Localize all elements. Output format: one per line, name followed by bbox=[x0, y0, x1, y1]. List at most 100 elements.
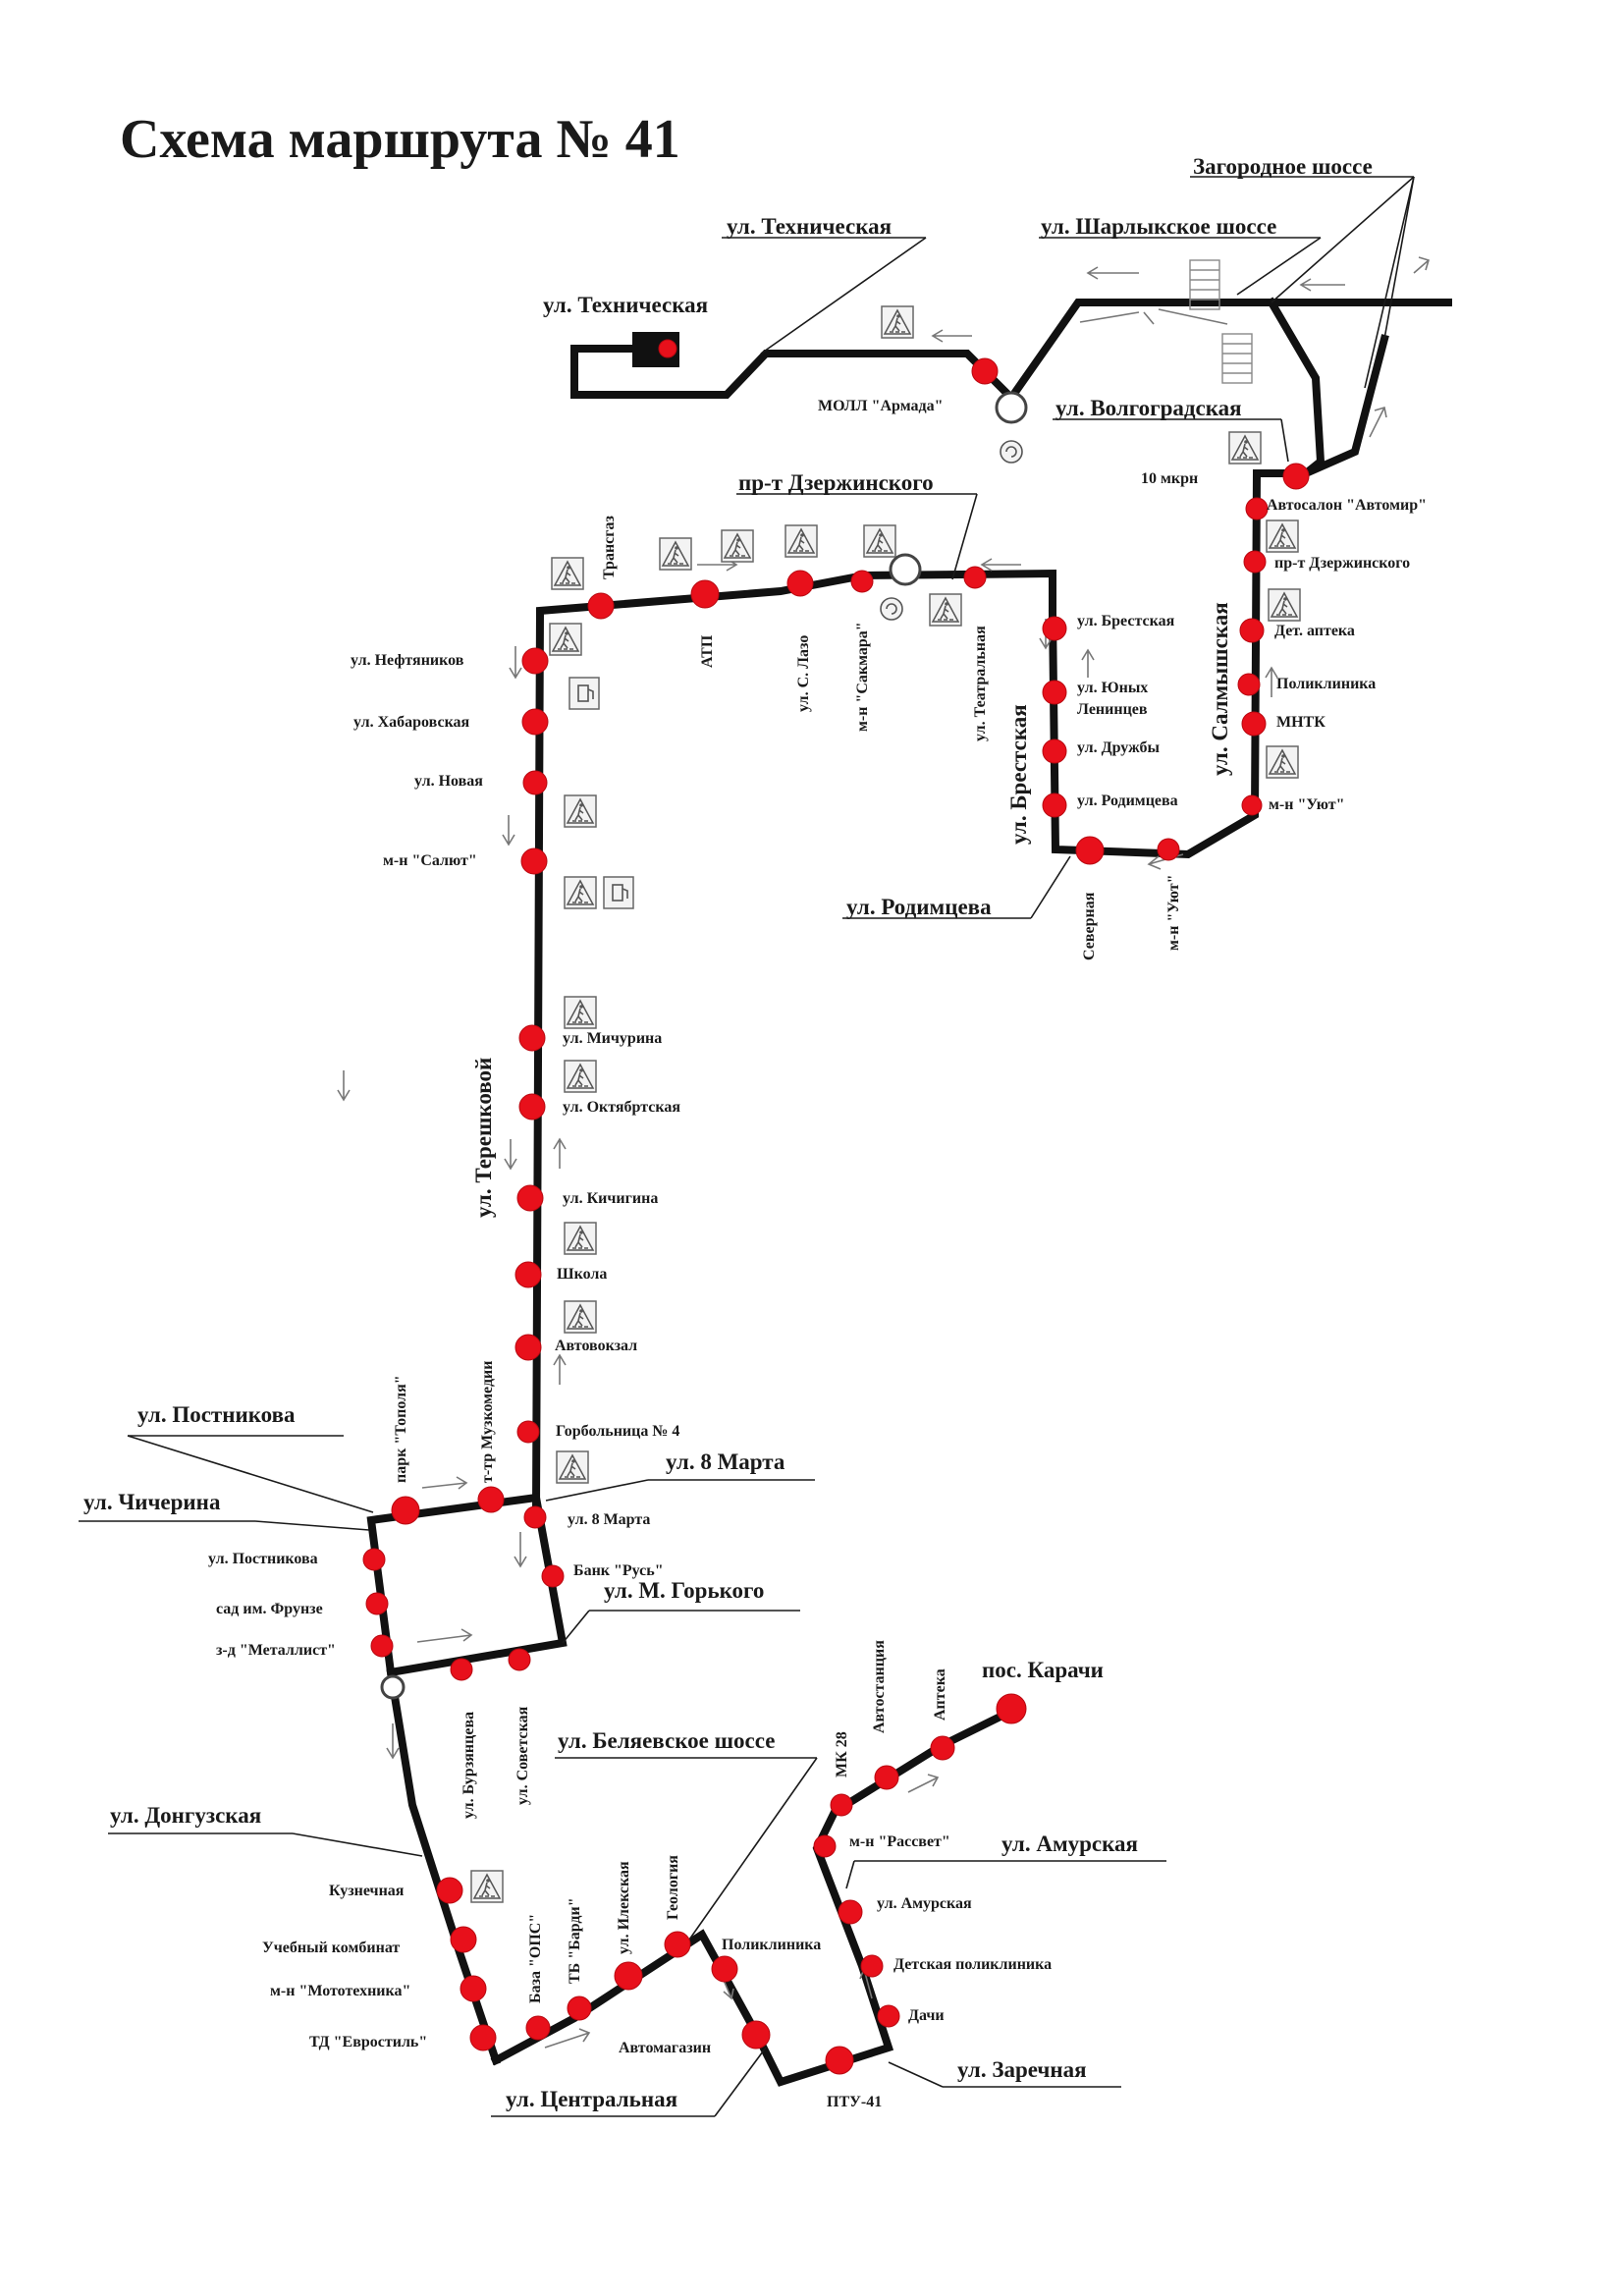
street-label-zagorodnoe: Загородное шоссе bbox=[1193, 154, 1373, 179]
stop-dot bbox=[614, 1961, 643, 1991]
stop-label: ул. С. Лазо bbox=[795, 635, 812, 712]
stop-dot bbox=[850, 570, 874, 593]
street-label-karachi: пос. Карачи bbox=[982, 1658, 1104, 1682]
stop-dot bbox=[587, 592, 615, 620]
stop-dot bbox=[391, 1496, 420, 1525]
pedestrian-crossing-sign-icon bbox=[929, 593, 962, 627]
stop-dot bbox=[830, 1793, 853, 1817]
stop-dot bbox=[450, 1658, 473, 1681]
stop-dot bbox=[1042, 616, 1067, 641]
pedestrian-crossing-sign-icon bbox=[1268, 588, 1301, 622]
street-label-zarechnaya: ул. Заречная bbox=[957, 2057, 1087, 2082]
stop-dot bbox=[514, 1261, 542, 1288]
stop-dot bbox=[370, 1634, 394, 1658]
stop-dot bbox=[786, 570, 814, 597]
stop-dot bbox=[520, 847, 548, 875]
stop-dot bbox=[521, 708, 549, 736]
roundabout-sign-icon bbox=[995, 391, 1028, 424]
stop-dot bbox=[664, 1931, 691, 1958]
stop-label: м-н "Уют" bbox=[1165, 874, 1182, 951]
street-label-amurskaya: ул. Амурская bbox=[1001, 1831, 1138, 1856]
stop-dot bbox=[518, 1093, 546, 1121]
stop-label: м-н "Уют" bbox=[1269, 796, 1345, 813]
stop-dot bbox=[711, 1955, 738, 1983]
stop-dot bbox=[963, 566, 987, 589]
pedestrian-crossing-sign-icon bbox=[564, 1060, 597, 1093]
stop-label: парк "Тополя" bbox=[393, 1375, 409, 1483]
pedestrian-crossing-sign-icon bbox=[549, 623, 582, 656]
stop-label: АТП bbox=[699, 634, 716, 668]
pedestrian-crossing-sign-icon bbox=[564, 876, 597, 909]
stop-label: ул. Дружбы bbox=[1077, 739, 1160, 756]
stop-label: ул. Юных bbox=[1077, 680, 1148, 696]
stop-label: Автовокзал bbox=[555, 1338, 637, 1354]
pedestrian-crossing-sign-icon bbox=[659, 537, 692, 571]
stop-label: Учебный комбинат bbox=[262, 1940, 400, 1956]
stop-label: База "ОПС" bbox=[527, 1914, 544, 2003]
stop-label: ул. Кичигина bbox=[563, 1190, 658, 1207]
stop-dot bbox=[1239, 618, 1265, 643]
stop-label: ТБ "Барди" bbox=[567, 1897, 583, 1984]
stop-label: м-н "Рассвет" bbox=[849, 1833, 950, 1850]
stop-label: Дачи bbox=[908, 2007, 945, 2024]
stop-dot bbox=[450, 1926, 477, 1953]
pedestrian-crossing-sign-icon bbox=[564, 794, 597, 828]
stop-dot bbox=[1245, 497, 1269, 520]
street-label-8-marta: ул. 8 Марта bbox=[666, 1449, 785, 1474]
stop-label: Автосалон "Автомир" bbox=[1267, 497, 1427, 514]
stop-dot bbox=[521, 647, 549, 675]
stop-dot bbox=[877, 2004, 900, 2028]
stop-dot bbox=[523, 1505, 547, 1529]
stop-label: Кузнечная bbox=[329, 1883, 405, 1899]
stop-label: Северная bbox=[1081, 892, 1098, 960]
stop-label: ул. Илекская bbox=[616, 1861, 632, 1954]
stop-label: МОЛЛ "Армада" bbox=[818, 398, 943, 414]
stop-label: Трансгаз bbox=[601, 515, 618, 579]
pedestrian-crossing-sign-icon bbox=[721, 529, 754, 563]
stop-label: т-тр Музкомедии bbox=[479, 1361, 496, 1483]
stop-dot bbox=[1237, 673, 1261, 696]
stop-label: ул. Амурская bbox=[877, 1895, 972, 1912]
stop-label: Горбольница № 4 bbox=[556, 1423, 679, 1440]
stop-label: Поликлиника bbox=[722, 1937, 821, 1953]
map-title: Схема маршрута № 41 bbox=[120, 109, 680, 170]
stop-dot bbox=[460, 1975, 487, 2002]
stop-dot bbox=[838, 1899, 863, 1925]
stop-dot bbox=[516, 1420, 540, 1444]
stop-label: ул. Октябртская bbox=[563, 1099, 680, 1116]
stop-dot bbox=[518, 1024, 546, 1052]
stop-dot bbox=[436, 1877, 463, 1904]
stop-label: ул. Новая bbox=[414, 773, 483, 790]
stop-label: сад им. Фрунзе bbox=[216, 1601, 323, 1617]
street-label-chicherina: ул. Чичерина bbox=[83, 1490, 221, 1514]
stop-dot bbox=[813, 1834, 837, 1858]
stop-dot bbox=[516, 1184, 544, 1212]
stop-dot bbox=[1282, 463, 1310, 490]
stop-dot bbox=[971, 357, 999, 385]
street-label-salmyshskaya: ул. Салмышская bbox=[1208, 602, 1232, 776]
stop-dot bbox=[1042, 680, 1067, 705]
fuel-station-sign-icon bbox=[603, 876, 634, 909]
stop-label: МК 28 bbox=[834, 1731, 850, 1777]
street-label-belyaevskoe: ул. Беляевское шоссе bbox=[558, 1728, 775, 1753]
stop-label: Автостанция bbox=[871, 1640, 888, 1733]
stop-dot bbox=[1243, 550, 1267, 574]
street-label-tsentralnaya: ул. Центральная bbox=[506, 2087, 677, 2111]
stop-label: м-н "Салют" bbox=[383, 852, 477, 869]
pedestrian-crossing-sign-icon bbox=[564, 996, 597, 1029]
stop-dot bbox=[362, 1548, 386, 1571]
stop-label: ПТУ-41 bbox=[827, 2094, 882, 2110]
pedestrian-crossing-sign-icon bbox=[1228, 431, 1262, 465]
stop-labels: МОЛЛ "Армада" 10 мкрн Автосалон "Автомир… bbox=[208, 398, 1427, 2110]
stop-label: Аптека bbox=[932, 1668, 948, 1721]
crosswalk-markings bbox=[1079, 259, 1253, 384]
stop-dots bbox=[362, 339, 1310, 2075]
street-label-m-gorkogo: ул. М. Горького bbox=[604, 1578, 764, 1603]
stop-dot bbox=[874, 1765, 899, 1790]
street-label-tehnicheskaya-terminus: ул. Техническая bbox=[543, 293, 708, 317]
stop-dot bbox=[741, 2020, 771, 2050]
stop-dot bbox=[860, 1954, 884, 1978]
stop-dot bbox=[1075, 836, 1105, 865]
roundabout-sign-icon bbox=[1000, 440, 1023, 464]
